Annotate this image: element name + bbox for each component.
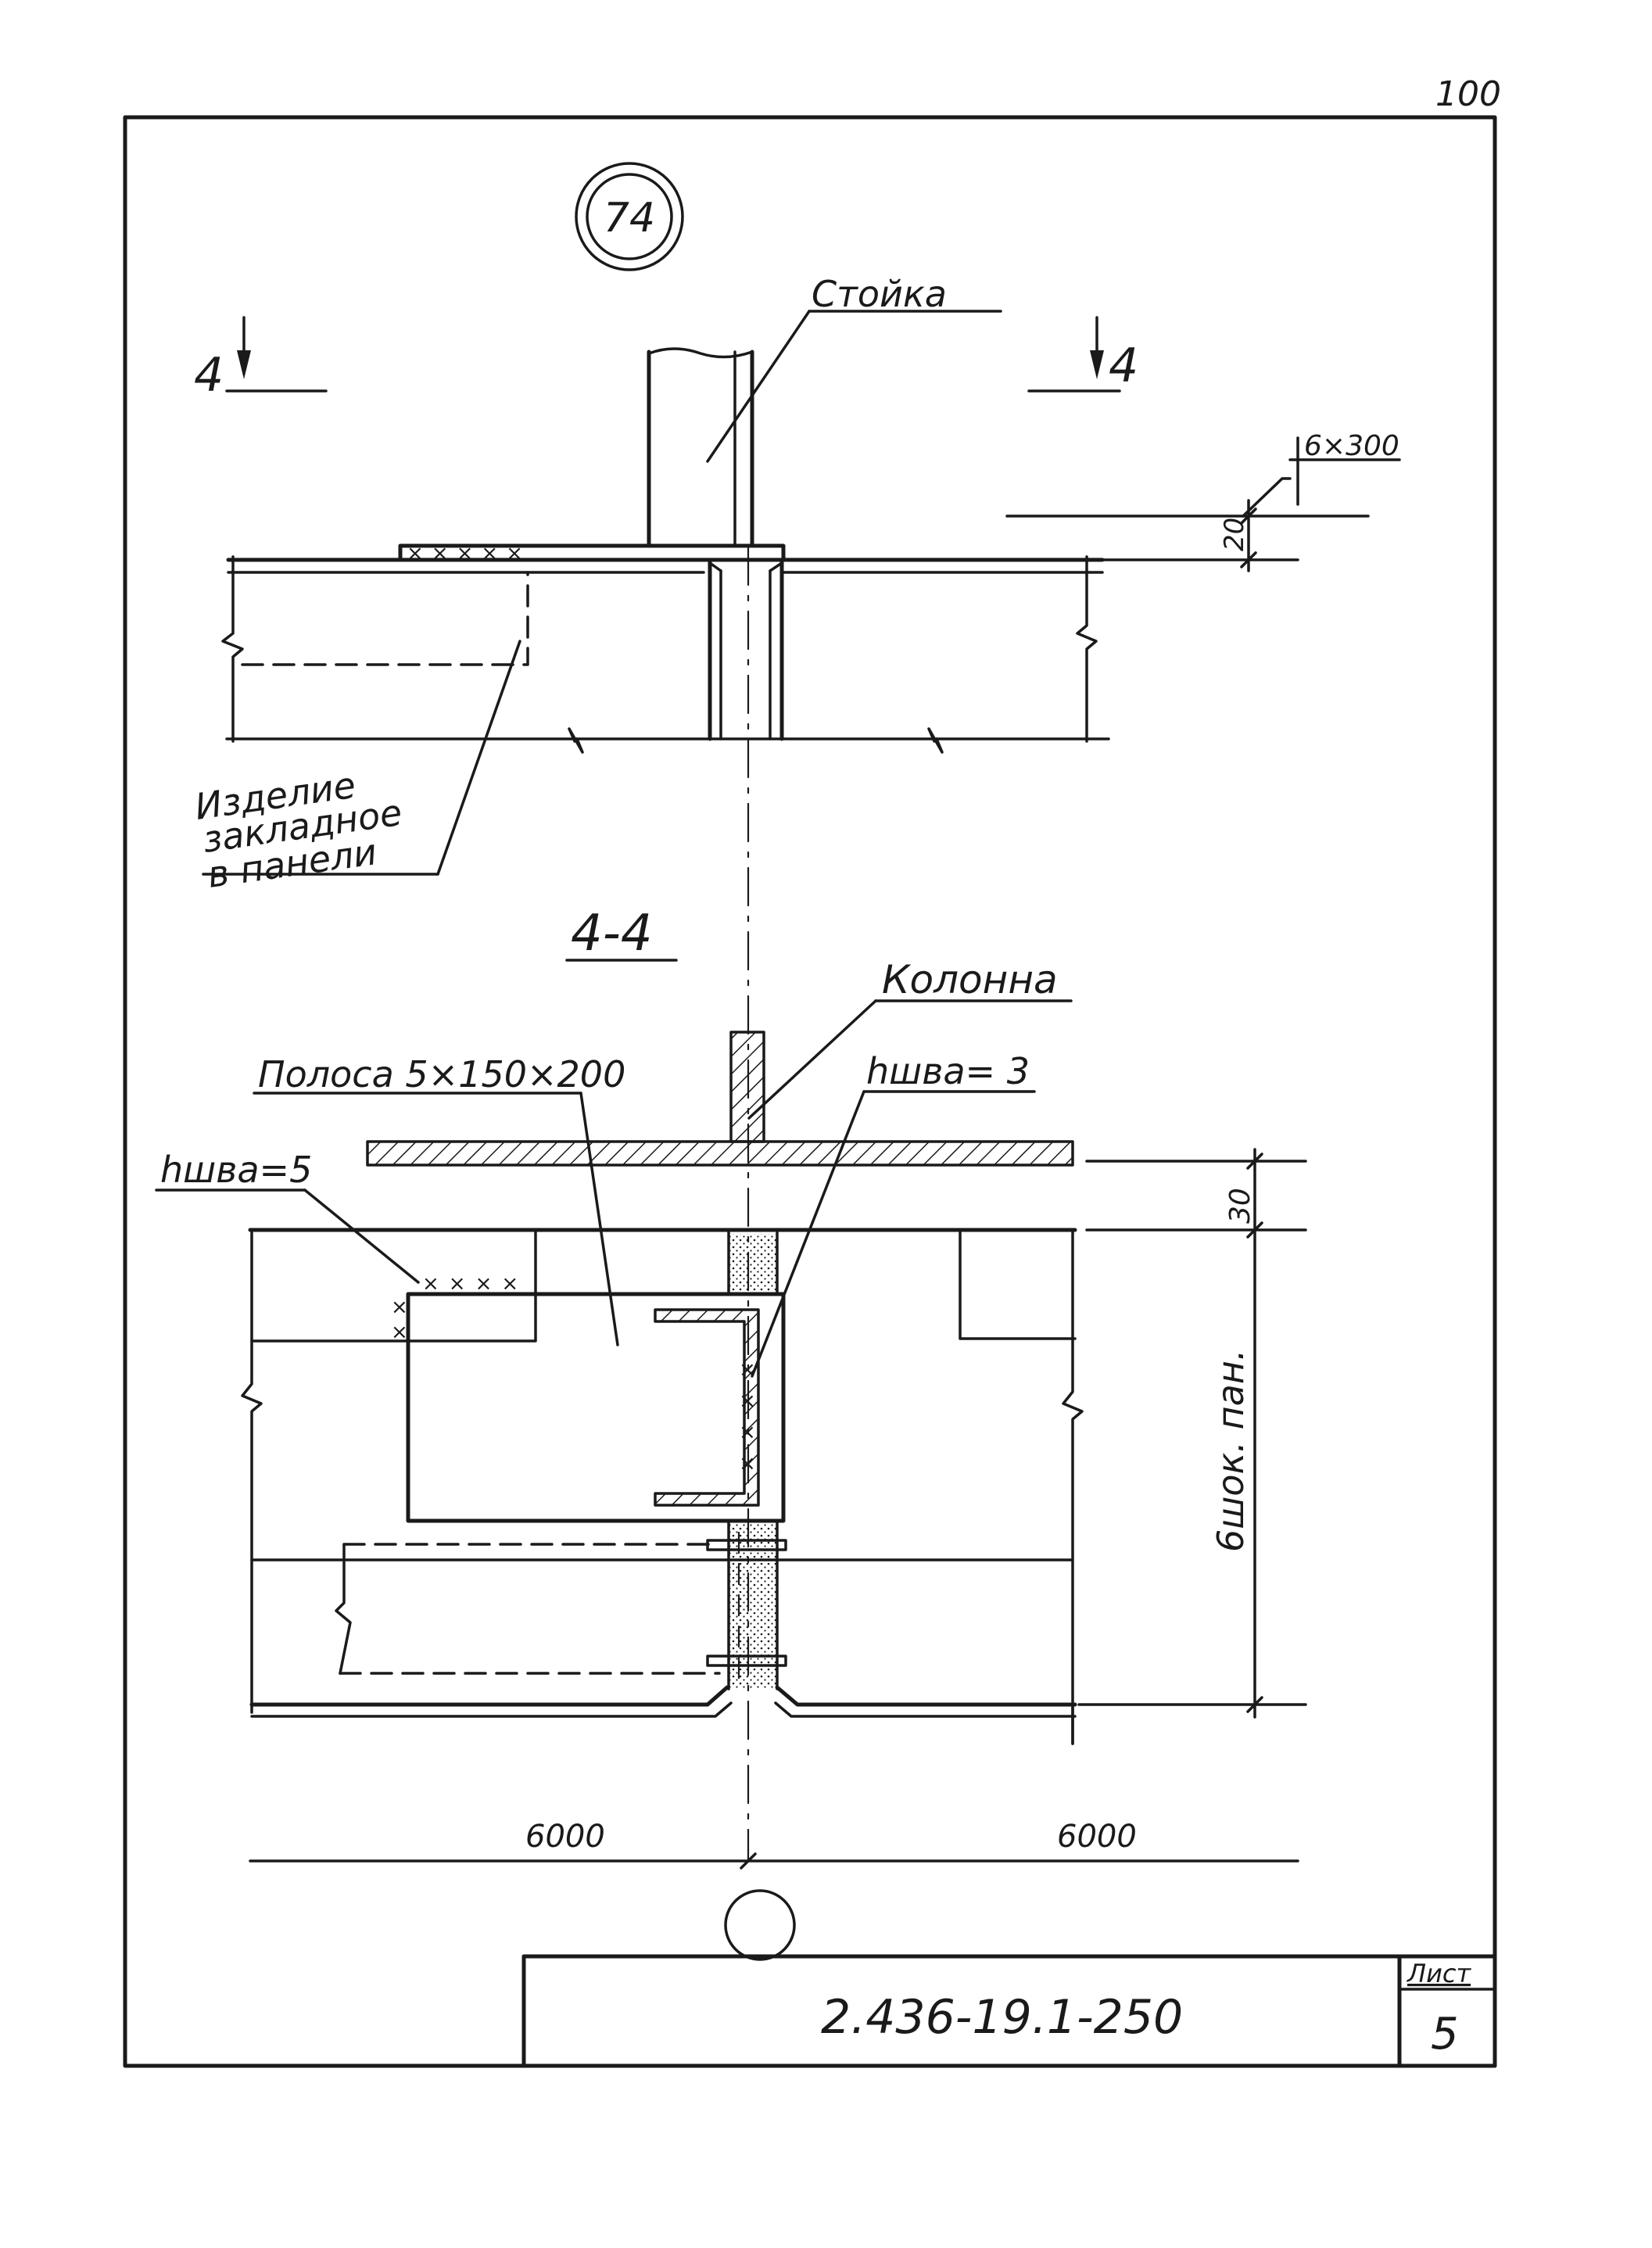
section-title: 4-4 [571,905,653,963]
svg-text:×: × [739,1358,756,1382]
column-label: Колонна [882,957,1058,1002]
panel-height-label: 6шок. пан. [1209,1350,1252,1553]
weld-symbol-label: 6×300 [1304,430,1399,462]
embedded-part-callout: Изделие закладное в панели [192,640,521,896]
page-number: 100 [1435,74,1501,114]
node-marker-number: 74 [604,195,655,242]
svg-text:×: × [739,1421,756,1444]
sheet-label: Лист [1407,1959,1471,1988]
svg-text:×: × [391,1296,408,1319]
strip-label: Полоса 5×150×200 [258,1053,625,1095]
title-block: 2.436-19.1-250 Лист 5 [521,1954,1497,2068]
section-4-4: 4-4 Колонна Полоса 5×150×200 hшва= 3 hшв… [155,905,1307,1961]
span-left-label: 6000 [525,1819,605,1855]
sheet-number: 5 [1431,2009,1459,2060]
elevation-view: 4 4 Стойка ××××× [192,273,1401,896]
dimension-30-label: 30 [1224,1188,1256,1224]
section-mark-left-number: 4 [194,348,224,403]
weld-left-label: hшва=5 [160,1149,312,1191]
axis-bubble [724,1889,796,1961]
weld-callout: 6×300 [1005,430,1401,518]
svg-text:××××: ×××× [422,1272,528,1296]
svg-text:×: × [739,1452,756,1475]
dimension-vertical: 30 6шок. пан. [1077,1148,1307,1719]
node-marker: 74 [575,162,684,271]
section-mark-left: 4 [194,316,328,403]
section-mark-right: 4 [1027,316,1138,393]
svg-text:×: × [391,1321,408,1344]
svg-text:×: × [739,1389,756,1413]
dimension-20-label: 20 [1219,518,1250,551]
span-right-label: 6000 [1057,1819,1137,1855]
section-mark-right-number: 4 [1109,339,1138,393]
dimension-20: 20 [1084,499,1299,572]
post-label: Стойка [812,273,947,315]
post [647,347,754,548]
weld-right-label: hшва= 3 [866,1050,1030,1092]
document-code: 2.436-19.1-250 [821,1990,1183,2045]
